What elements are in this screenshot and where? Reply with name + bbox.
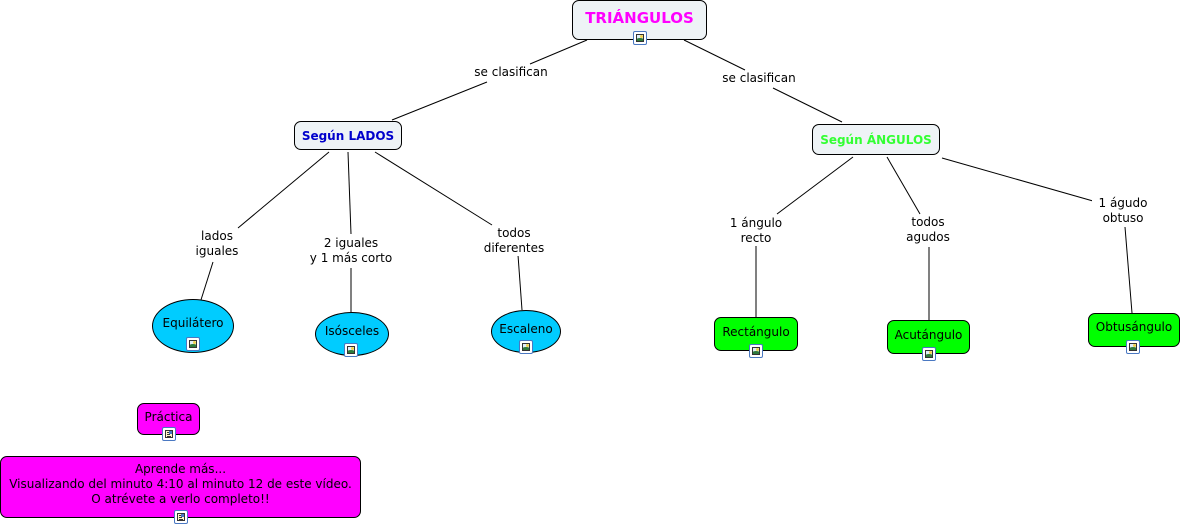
- connector-angulos-to-1-agudo-obtuso: [941, 157, 1094, 202]
- concept-equilatero[interactable]: Equilátero: [152, 299, 234, 353]
- link-label-1-agudo-obtuso: 1 águdo obtuso: [1092, 196, 1154, 226]
- connector-lados-to-todos-diferentes: [374, 151, 493, 226]
- connector-lados-to-2-iguales: [347, 151, 352, 235]
- concept-segun-angulos-label: Según ÁNGULOS: [820, 132, 932, 147]
- connector-root-to-link-angulos: [683, 39, 746, 71]
- connector-root-to-link-lados: [529, 39, 588, 65]
- connector-todos-diferentes-to-escaleno: [517, 254, 523, 311]
- connector-angulos-to-1-angulo-recto: [776, 156, 854, 215]
- connector-lados-to-lados-iguales: [237, 151, 330, 229]
- connector-link-to-angulos: [772, 87, 843, 123]
- connector-lados-iguales-to-equilatero: [199, 261, 214, 304]
- aprende-mas-line-2: Visualizando del minuto 4:10 al minuto 1…: [9, 476, 352, 491]
- aprende-mas-line-1: Aprende más...: [134, 461, 227, 476]
- connector-angulos-to-todos-agudos: [886, 156, 921, 215]
- link-label-se-clasifican-lados: se clasifican: [472, 65, 550, 80]
- image-resource-icon[interactable]: [186, 337, 200, 351]
- concept-rectangulo-label: Rectángulo: [722, 325, 790, 339]
- concept-triangulos-label: TRIÁNGULOS: [585, 9, 694, 27]
- image-resource-icon[interactable]: [519, 340, 533, 354]
- image-resource-icon[interactable]: [344, 343, 358, 357]
- link-label-lados-iguales: lados iguales: [186, 229, 248, 259]
- document-resource-icon[interactable]: [174, 510, 188, 524]
- concept-escaleno-label: Escaleno: [499, 321, 553, 336]
- link-label-2-iguales: 2 iguales y 1 más corto: [303, 236, 399, 266]
- concept-aprende-mas[interactable]: Aprende más... Visualizando del minuto 4…: [0, 456, 361, 518]
- image-resource-icon[interactable]: [1126, 340, 1140, 354]
- concept-equilatero-label: Equilátero: [162, 316, 224, 330]
- image-resource-icon[interactable]: [749, 344, 763, 358]
- concept-segun-angulos[interactable]: Según ÁNGULOS: [812, 124, 940, 155]
- connector-link-to-lados: [391, 81, 488, 121]
- document-resource-icon[interactable]: [162, 427, 176, 441]
- concept-triangulos[interactable]: TRIÁNGULOS: [572, 0, 707, 40]
- link-label-todos-agudos: todos agudos: [900, 215, 956, 245]
- concept-segun-lados[interactable]: Según LADOS: [294, 121, 402, 150]
- link-label-todos-diferentes: todos diferentes: [480, 226, 548, 256]
- link-label-se-clasifican-angulos: se clasifican: [720, 71, 798, 86]
- concept-acutangulo-label: Acutángulo: [894, 328, 963, 342]
- concept-segun-lados-label: Según LADOS: [301, 128, 395, 143]
- link-label-1-angulo-recto: 1 ángulo recto: [724, 216, 788, 246]
- concept-practica-label: Práctica: [144, 409, 193, 424]
- image-resource-icon[interactable]: [633, 31, 647, 45]
- concept-isosceles-label: Isósceles: [324, 324, 380, 338]
- image-resource-icon[interactable]: [922, 347, 936, 361]
- aprende-mas-line-3: O atrévete a verlo completo!!: [91, 491, 270, 506]
- concept-obtusangulo-label: Obtusángulo: [1095, 320, 1173, 334]
- connector-1-agudo-obtuso-to-obtusangulo: [1124, 226, 1133, 314]
